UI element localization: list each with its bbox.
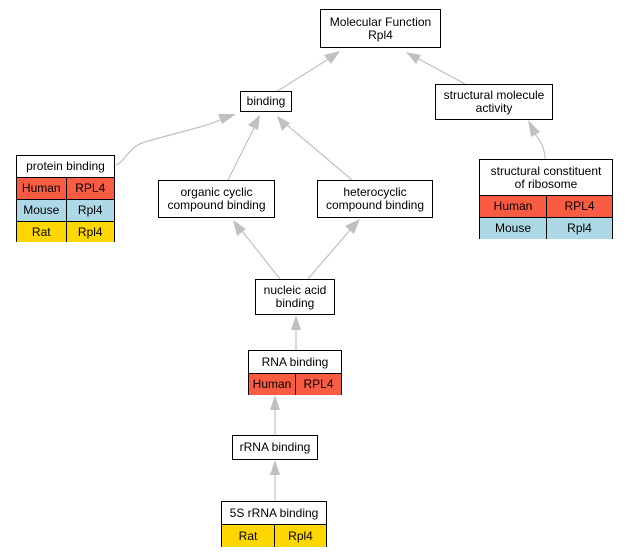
edge-heterocyclic-to-binding — [277, 116, 353, 181]
edge-protein-binding-to-binding — [115, 114, 236, 166]
node-protein-binding[interactable]: protein binding Human RPL4 Mouse Rpl4 Ra… — [16, 155, 115, 242]
species-cell: Rat — [31, 224, 51, 239]
species-row-human: Human RPL4 — [480, 195, 612, 217]
species-cell: Mouse — [494, 221, 532, 235]
node-title: RNA binding — [261, 354, 329, 369]
edge-organic-to-binding — [227, 115, 260, 181]
node-title: heterocyclic compound binding — [325, 185, 425, 212]
species-row-human: Human RPL4 — [249, 373, 341, 395]
node-heterocyclic-compound-binding[interactable]: heterocyclic compound binding — [317, 180, 433, 218]
gene-cell: Rpl4 — [546, 218, 612, 239]
gene-cell: RPL4 — [546, 196, 612, 217]
gene-cell: RPL4 — [65, 178, 115, 199]
edge-5s-to-rrna — [270, 460, 280, 501]
node-title: protein binding — [26, 159, 105, 173]
edge-structural-activity-to-root — [406, 52, 466, 85]
node-title: structural constituent of ribosome — [490, 163, 602, 191]
node-rna-binding[interactable]: RNA binding Human RPL4 — [248, 350, 342, 395]
edge-binding-to-root — [275, 51, 340, 93]
edge-rrna-to-rna — [270, 395, 280, 435]
node-title: organic cyclic compound binding — [167, 185, 266, 212]
species-cell: Human — [252, 377, 292, 391]
gene-cell: Rpl4 — [65, 222, 115, 242]
species-row-rat: Rat Rpl4 — [17, 221, 114, 242]
species-cell: Mouse — [23, 203, 60, 217]
species-row-mouse: Mouse Rpl4 — [17, 199, 114, 221]
node-title: structural molecule activity — [443, 88, 545, 115]
node-molecular-function[interactable]: Molecular Function Rpl4 — [320, 9, 441, 48]
node-title: binding — [246, 94, 286, 108]
node-nucleic-acid-binding[interactable]: nucleic acid binding — [255, 279, 335, 315]
node-binding[interactable]: binding — [240, 91, 292, 112]
species-cell: Human — [493, 199, 533, 213]
edge-nucleic-to-organic — [233, 220, 281, 280]
node-title: Molecular Function Rpl4 — [329, 14, 432, 42]
node-5s-rrna-binding[interactable]: 5S rRNA binding Rat Rpl4 — [221, 501, 327, 547]
node-rrna-binding[interactable]: rRNA binding — [232, 435, 318, 460]
gene-cell: Rpl4 — [65, 200, 115, 221]
gene-cell: Rpl4 — [274, 525, 326, 547]
node-title: nucleic acid binding — [263, 283, 327, 310]
node-structural-constituent-of-ribosome[interactable]: structural constituent of ribosome Human… — [479, 159, 613, 239]
edge-ribosome-to-structural-activity — [528, 120, 546, 160]
node-title: rRNA binding — [239, 440, 311, 454]
species-row-mouse: Mouse Rpl4 — [480, 217, 612, 239]
species-cell: Human — [21, 181, 61, 195]
edge-nucleic-to-heterocyclic — [307, 219, 360, 280]
species-row-rat: Rat Rpl4 — [222, 524, 326, 547]
edge-rna-to-nucleic — [291, 315, 301, 350]
node-structural-molecule-activity[interactable]: structural molecule activity — [435, 84, 553, 120]
node-title: 5S rRNA binding — [229, 505, 319, 520]
species-row-human: Human RPL4 — [17, 177, 114, 199]
node-organic-cyclic-compound-binding[interactable]: organic cyclic compound binding — [158, 180, 275, 218]
species-cell: Rat — [238, 528, 258, 543]
gene-cell: RPL4 — [295, 374, 341, 395]
